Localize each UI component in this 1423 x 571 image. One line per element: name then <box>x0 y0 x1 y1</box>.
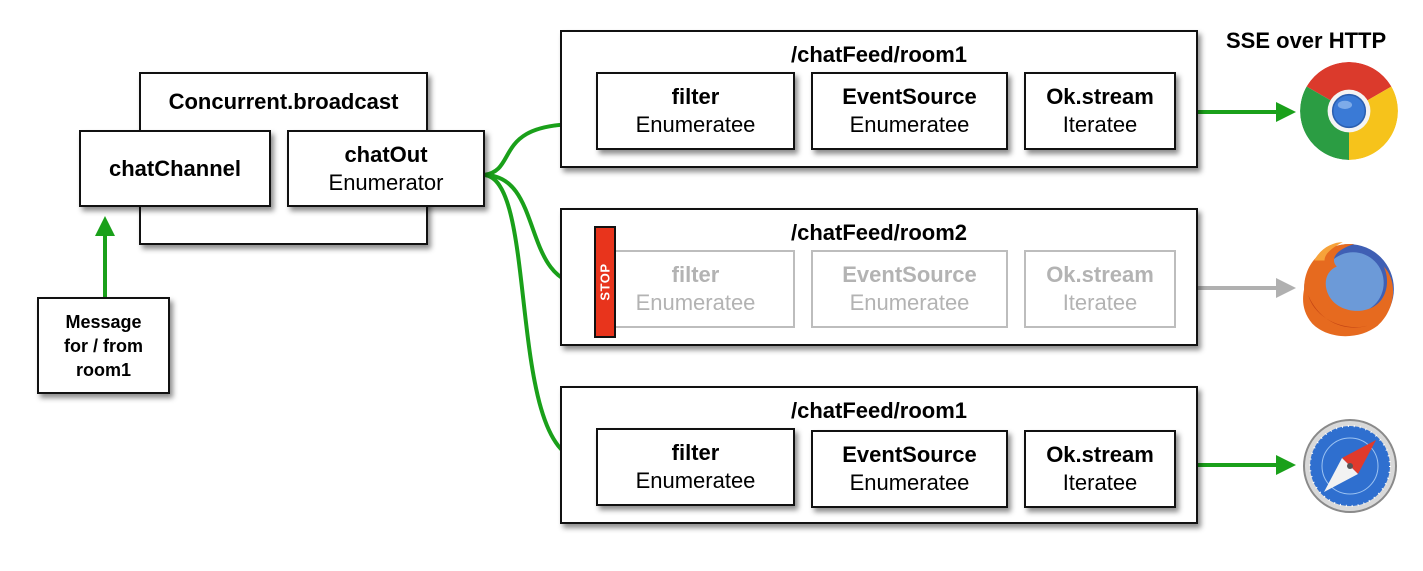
stop-label: STOP <box>597 263 613 301</box>
eventsource-stage: EventSource Enumeratee <box>811 430 1008 508</box>
stage-name: EventSource <box>842 84 977 109</box>
stage-name: Ok.stream <box>1046 442 1154 467</box>
message-line-1: Message <box>65 311 142 332</box>
chrome-icon <box>1300 62 1398 160</box>
room-title-3: /chatFeed/room1 <box>790 398 968 423</box>
chat-out-box: chatOut Enumerator <box>287 130 485 207</box>
firefox-icon <box>1303 242 1394 337</box>
stage-type: Enumeratee <box>635 112 756 137</box>
chat-channel-box: chatChannel <box>79 130 271 207</box>
stage-name: filter <box>671 262 720 287</box>
stage-type: Enumeratee <box>849 112 970 137</box>
stage-name: filter <box>671 84 720 109</box>
message-line-2: for / from <box>64 335 143 356</box>
stage-type: Iteratee <box>1062 290 1138 315</box>
stage-type: Enumeratee <box>635 290 756 315</box>
stage-name: Ok.stream <box>1046 262 1154 287</box>
stage-name: filter <box>671 440 720 465</box>
filter-stage: filter Enumeratee <box>596 250 795 328</box>
eventsource-stage: EventSource Enumeratee <box>811 72 1008 150</box>
room-title-2: /chatFeed/room2 <box>790 220 968 245</box>
okstream-stage: Ok.stream Iteratee <box>1024 72 1176 150</box>
chat-out-type: Enumerator <box>328 169 444 195</box>
stage-type: Enumeratee <box>635 468 756 493</box>
stage-type: Iteratee <box>1062 112 1138 137</box>
sse-title: SSE over HTTP <box>1226 28 1387 53</box>
message-box: Message for / from room1 <box>37 297 170 394</box>
chat-out-label: chatOut <box>344 141 428 167</box>
stop-sign: STOP <box>594 226 616 338</box>
stage-type: Enumeratee <box>849 290 970 315</box>
okstream-stage: Ok.stream Iteratee <box>1024 430 1176 508</box>
room-title-1: /chatFeed/room1 <box>790 42 968 67</box>
safari-icon <box>1303 419 1397 513</box>
broadcast-title: Concurrent.broadcast <box>168 89 399 114</box>
filter-stage: filter Enumeratee <box>596 72 795 150</box>
message-line-3: room1 <box>75 359 131 380</box>
stage-name: EventSource <box>842 442 977 467</box>
eventsource-stage: EventSource Enumeratee <box>811 250 1008 328</box>
stage-type: Enumeratee <box>849 470 970 495</box>
chat-channel-label: chatChannel <box>108 155 242 181</box>
stage-name: EventSource <box>842 262 977 287</box>
arrow-out-to-room1 <box>483 113 589 177</box>
okstream-stage: Ok.stream Iteratee <box>1024 250 1176 328</box>
filter-stage: filter Enumeratee <box>596 428 795 506</box>
arrow-out-to-room3 <box>483 173 589 470</box>
stage-name: Ok.stream <box>1046 84 1154 109</box>
stage-type: Iteratee <box>1062 470 1138 495</box>
